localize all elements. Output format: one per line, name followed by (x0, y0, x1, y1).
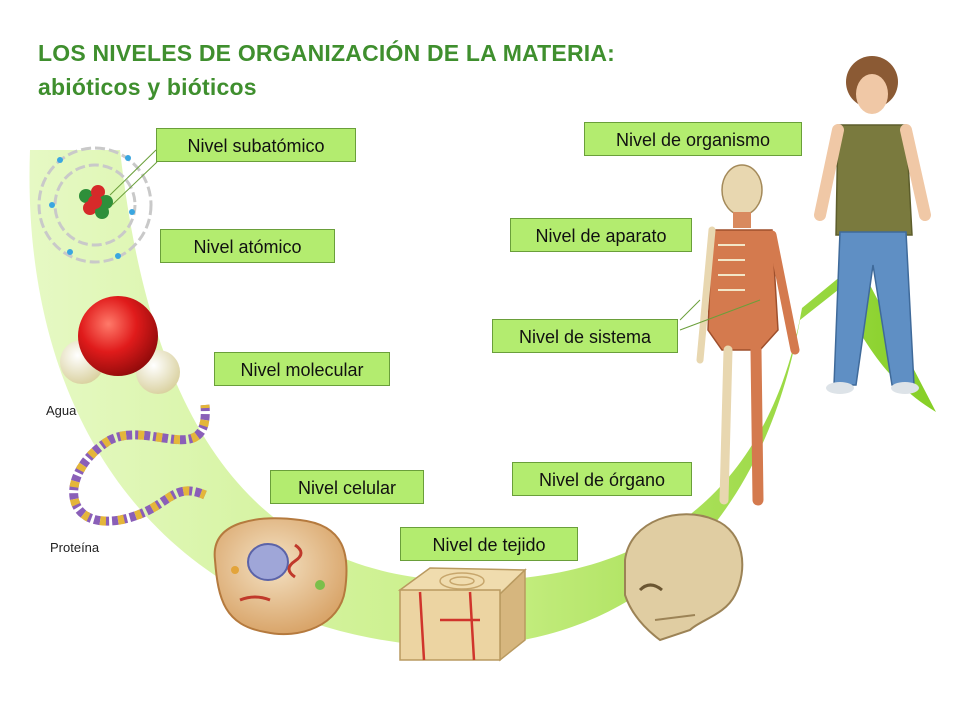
label-organ-level: Nivel de órgano (512, 462, 692, 496)
tissue-icon (397, 567, 527, 662)
label-system-level: Nivel de sistema (492, 319, 678, 353)
water-molecule-icon (60, 296, 180, 394)
title-line-1: LOS NIVELES DE ORGANIZACIÓN DE LA MATERI… (38, 40, 616, 66)
caption-water: Agua (46, 403, 77, 418)
label-tissue-level: Nivel de tejido (400, 527, 578, 561)
skull-icon (624, 513, 744, 642)
anatomy-figure-icon (679, 164, 800, 506)
label-subatomic-level: Nivel subatómico (156, 128, 356, 162)
person-figure-icon (814, 56, 931, 394)
nucleus-icon (79, 185, 113, 219)
label-atomic-level: Nivel atómico (160, 229, 335, 263)
label-apparatus-level: Nivel de aparato (510, 218, 692, 252)
label-molecular-level: Nivel molecular (214, 352, 390, 386)
label-cellular-level: Nivel celular (270, 470, 424, 504)
label-organism-level: Nivel de organismo (584, 122, 802, 156)
atom-icon (37, 146, 158, 264)
cell-icon (213, 517, 348, 636)
title-line-2: abióticos y bióticos (38, 74, 257, 100)
caption-protein: Proteína (50, 540, 100, 555)
